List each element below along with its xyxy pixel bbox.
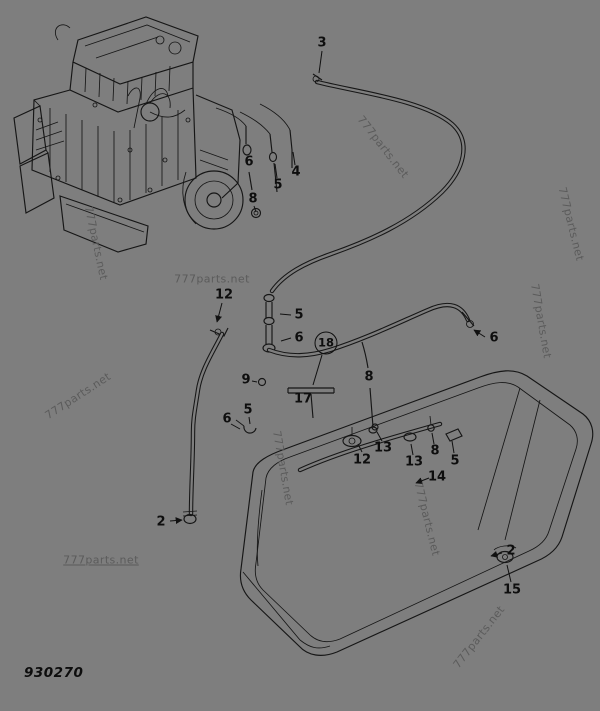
callout-leader-lines — [169, 50, 512, 583]
fuel-tank-illustration — [239, 370, 594, 656]
tank-supply-hose — [266, 302, 475, 434]
fuel-line-fittings — [215, 103, 293, 219]
upper-fuel-hose — [269, 73, 466, 294]
mid-fitting-assembly — [209, 293, 335, 434]
engine-illustration — [13, 16, 244, 253]
left-drop-hose — [182, 331, 225, 525]
figure-number: 930270 — [24, 665, 84, 681]
